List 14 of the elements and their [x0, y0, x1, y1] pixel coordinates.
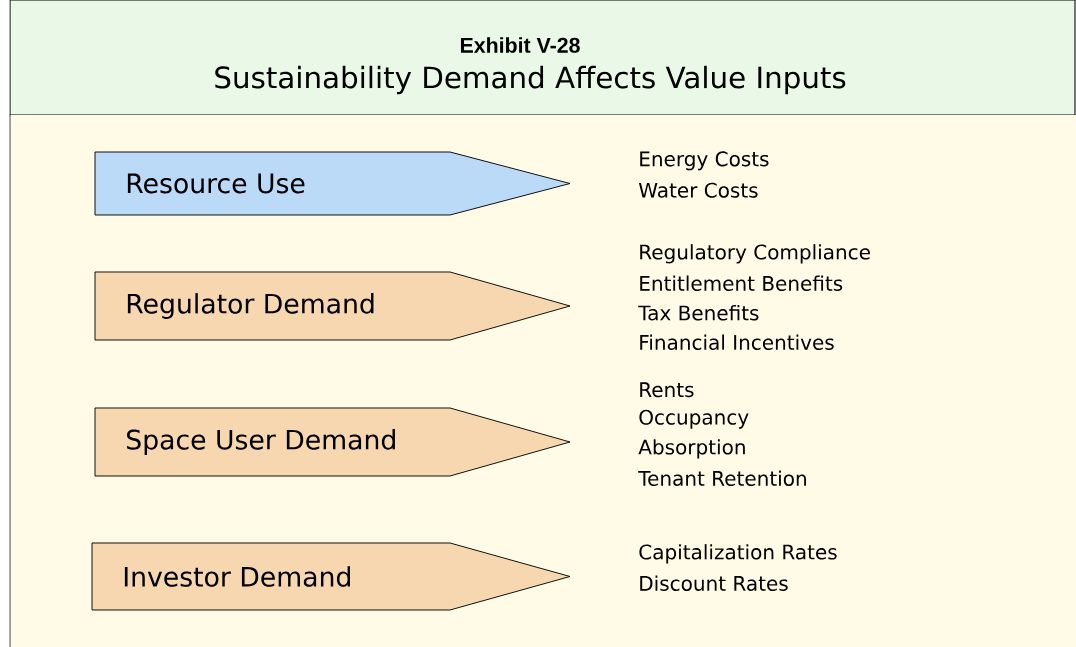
list-item: Tax Benefits	[638, 305, 759, 321]
list-item: Financial Incentives	[640, 334, 834, 350]
list-item: Energy Costs	[640, 151, 769, 171]
exhibit-number: Exhibit V-28	[460, 37, 580, 53]
list-item: Water Costs	[638, 182, 758, 198]
list-item: Capitalization Rates	[639, 544, 837, 564]
list-item: Occupancy	[639, 409, 749, 429]
list-item: Absorption	[638, 439, 745, 459]
list-item: Rents	[640, 382, 694, 398]
list-item: Tenant Retention	[638, 470, 806, 486]
list-item: Entitlement Benefits	[640, 275, 843, 291]
list-item: Discount Rates	[640, 575, 788, 591]
list-item: Regulatory Compliance	[640, 244, 870, 264]
heading: Sustainability Demand Affects Value Inputs	[215, 65, 846, 95]
